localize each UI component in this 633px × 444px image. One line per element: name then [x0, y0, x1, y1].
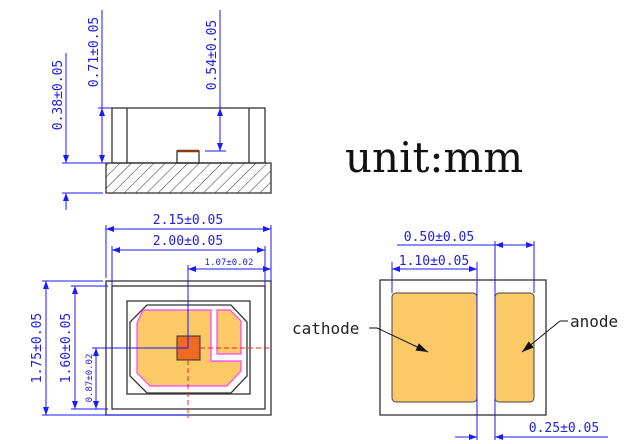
dim-body-height: 0.71±0.05 [87, 17, 102, 87]
side-view: 0.38±0.05 0.71±0.05 0.54±0.05 [51, 10, 272, 210]
unit-label: unit:mm [345, 133, 523, 182]
dim-outer-height: 1.75±0.05 [30, 313, 45, 383]
chip-side [176, 150, 200, 164]
top-view: 2.15±0.05 2.00±0.05 1.07±0.02 1.75±0.05 … [30, 213, 272, 418]
dim-chip-depth: 0.54±0.05 [205, 20, 220, 90]
dim-chip-offset-y: 0.87±0.02 [85, 354, 95, 403]
package-body [111, 107, 266, 164]
dim-cathode-width: 1.10±0.05 [399, 254, 469, 269]
substrate [105, 162, 272, 194]
anode-leader [521, 320, 561, 353]
dim-total-height: 0.38±0.05 [51, 60, 66, 130]
anode-pad-top [216, 309, 242, 355]
footprint-outline [379, 279, 547, 416]
bottom-view: 0.50±0.05 1.10±0.05 0.25±0.05 cathode an… [292, 230, 618, 440]
dim-chip-offset-x: 1.07±0.02 [205, 258, 254, 268]
dim-anode-width: 0.50±0.05 [404, 230, 474, 245]
anode-label: anode [570, 312, 618, 331]
cathode-leader [376, 327, 429, 353]
dim-outer-width: 2.15±0.05 [153, 213, 223, 228]
cathode-label: cathode [292, 319, 359, 338]
cathode-pad [391, 292, 478, 403]
dim-inner-height: 1.60±0.05 [59, 313, 74, 383]
dim-pad-gap: 0.25±0.05 [529, 421, 599, 436]
dim-inner-width: 2.00±0.05 [153, 234, 223, 249]
